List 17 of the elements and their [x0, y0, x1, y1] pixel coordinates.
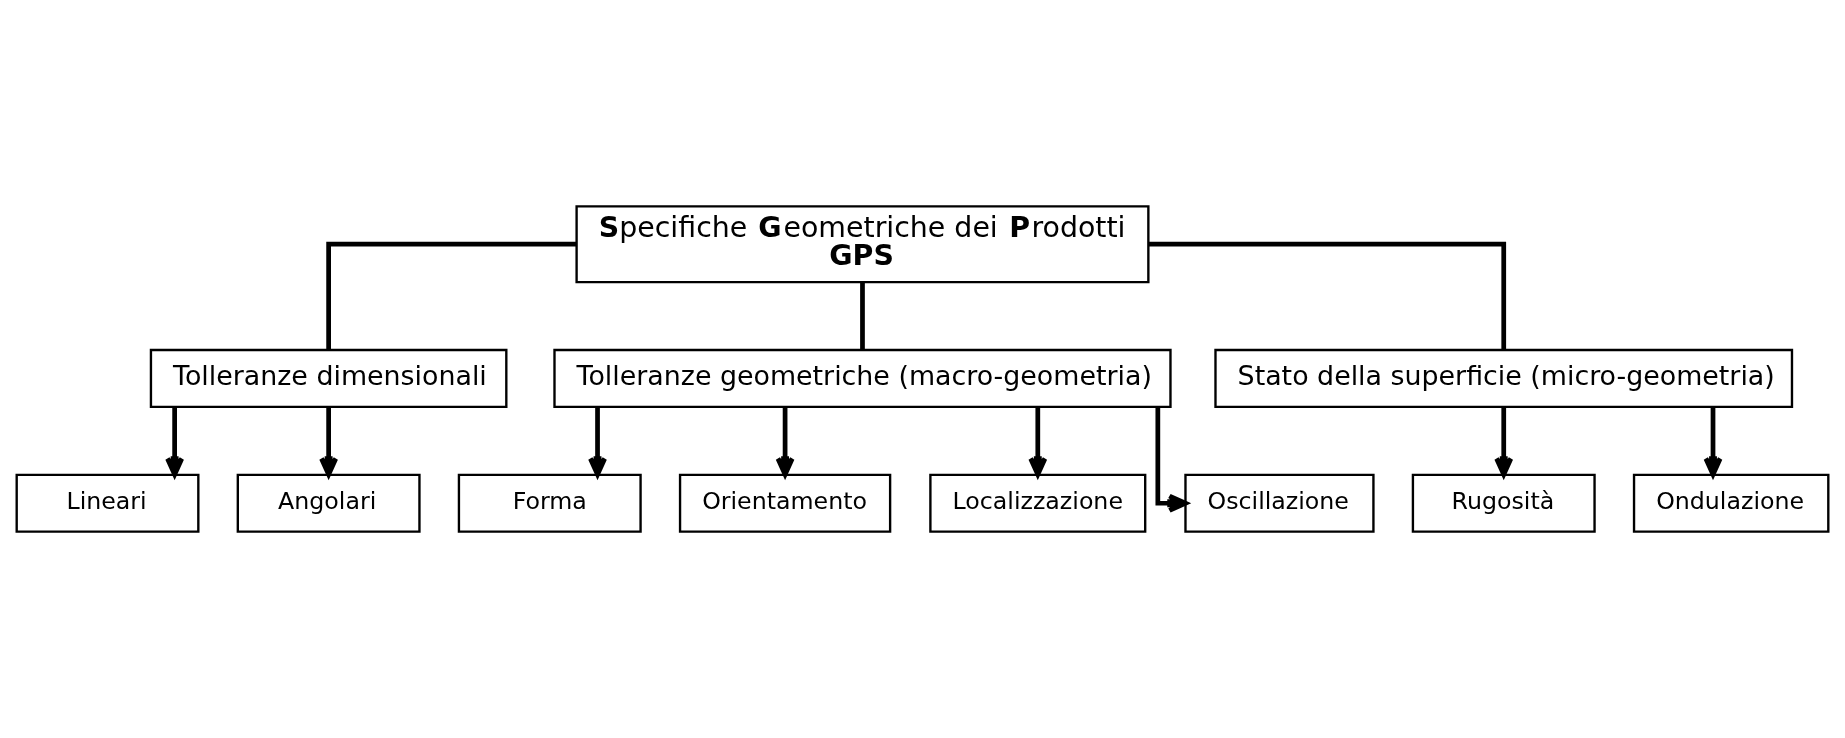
node-box: Rugosità	[1411, 473, 1596, 533]
arrow	[1155, 407, 1188, 513]
node-box: Lineari	[15, 473, 200, 533]
connector	[1148, 241, 1507, 350]
node-box: Stato della superficie (micro-geometria)	[1214, 348, 1794, 409]
arrow	[1703, 407, 1723, 477]
node-box: Ondulazione	[1632, 473, 1830, 533]
node-box: Tolleranze geometriche (macro-geometria)	[553, 348, 1172, 409]
node-box: Localizzazione	[929, 473, 1147, 533]
node-box: Forma	[457, 473, 642, 533]
node-box: Angolari	[236, 473, 421, 533]
connector	[326, 241, 576, 350]
node-box: Specifiche Geometriche dei Prodotti GPS	[575, 205, 1150, 284]
node-box: Tolleranze dimensionali	[149, 348, 508, 409]
connector	[860, 282, 865, 350]
node-box: Orientamento	[678, 473, 892, 533]
node-box: Oscillazione	[1184, 473, 1375, 533]
